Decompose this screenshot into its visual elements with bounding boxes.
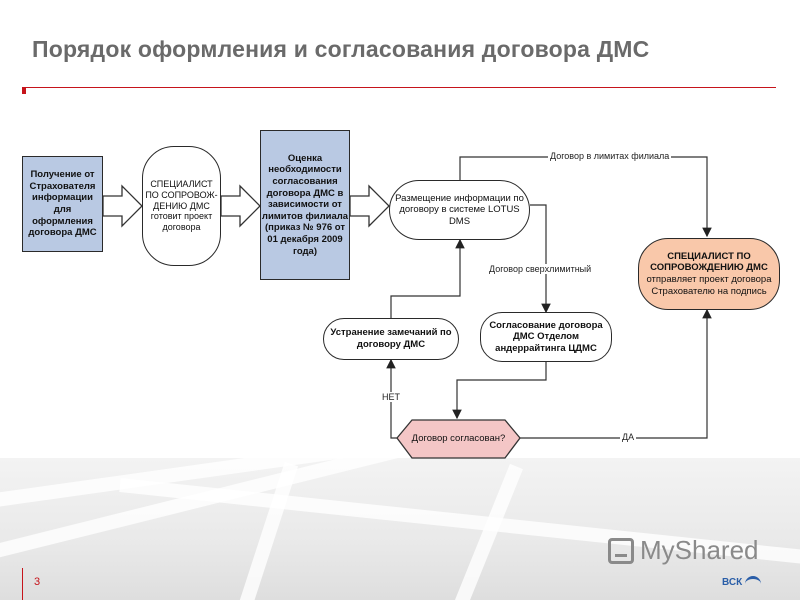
title-divider bbox=[22, 87, 776, 88]
edge-label-no: НЕТ bbox=[380, 392, 402, 402]
title-accent-mark bbox=[22, 87, 26, 94]
watermark-text: MyShared bbox=[640, 535, 759, 565]
edge-label-yes: ДА bbox=[620, 432, 637, 442]
node-limits-assessment-text: Оценка необходимости согласования догово… bbox=[261, 152, 349, 257]
watermark: MyShared bbox=[608, 535, 759, 566]
presentation-icon bbox=[608, 537, 634, 564]
node-specialist-prepares-text: СПЕЦИАЛИСТ ПО СОПРОВОЖ-ДЕНИЮ ДМС готовит… bbox=[145, 178, 218, 233]
background-architecture-image bbox=[0, 458, 800, 600]
block-arrow-3 bbox=[349, 184, 390, 228]
block-arrow-2 bbox=[220, 184, 261, 228]
edge-label-over-limit: Договор сверхлимитный bbox=[487, 264, 594, 274]
brand-arc-icon bbox=[745, 576, 762, 588]
brand-logo: ВСК bbox=[722, 576, 762, 588]
node-receive-info-text: Получение от Страхователя информации для… bbox=[28, 169, 97, 239]
brand-logo-text: ВСК bbox=[722, 576, 743, 588]
node-underwriting-approval: Согласование договора ДМС Отделом андерр… bbox=[480, 312, 612, 362]
node-specialist-sends-text: отправляет проект договора Страхователю … bbox=[646, 274, 772, 297]
node-specialist-sends: СПЕЦИАЛИСТ ПО СОПРОВОЖДЕНИЮ ДМС отправля… bbox=[638, 238, 780, 310]
page-number: 3 bbox=[34, 576, 41, 588]
node-specialist-sends-title: СПЕЦИАЛИСТ ПО СОПРОВОЖДЕНИЮ ДМС bbox=[650, 250, 768, 274]
node-receive-info: Получение от Страхователя информации для… bbox=[22, 156, 103, 252]
slide-title: Порядок оформления и согласования догово… bbox=[32, 36, 650, 62]
footer-accent-line bbox=[22, 568, 23, 600]
edge-label-within-limits: Договор в лимитах филиала bbox=[548, 151, 672, 161]
node-underwriting-approval-text: Согласование договора ДМС Отделом андерр… bbox=[489, 319, 603, 354]
node-specialist-prepares: СПЕЦИАЛИСТ ПО СОПРОВОЖ-ДЕНИЮ ДМС готовит… bbox=[142, 146, 221, 266]
block-arrow-1 bbox=[102, 184, 143, 228]
node-limits-assessment: Оценка необходимости согласования догово… bbox=[260, 130, 350, 280]
decision-shape bbox=[396, 419, 521, 459]
node-fix-remarks: Устранение замечаний по договору ДМС bbox=[323, 318, 459, 360]
node-decision-text: Договор согласован? bbox=[411, 433, 506, 445]
node-fix-remarks-text: Устранение замечаний по договору ДМС bbox=[330, 327, 452, 350]
node-lotus-placement-text: Размещение информации по договору в сист… bbox=[395, 192, 524, 227]
node-decision: Договор согласован? bbox=[410, 421, 507, 457]
node-lotus-placement: Размещение информации по договору в сист… bbox=[389, 180, 530, 240]
